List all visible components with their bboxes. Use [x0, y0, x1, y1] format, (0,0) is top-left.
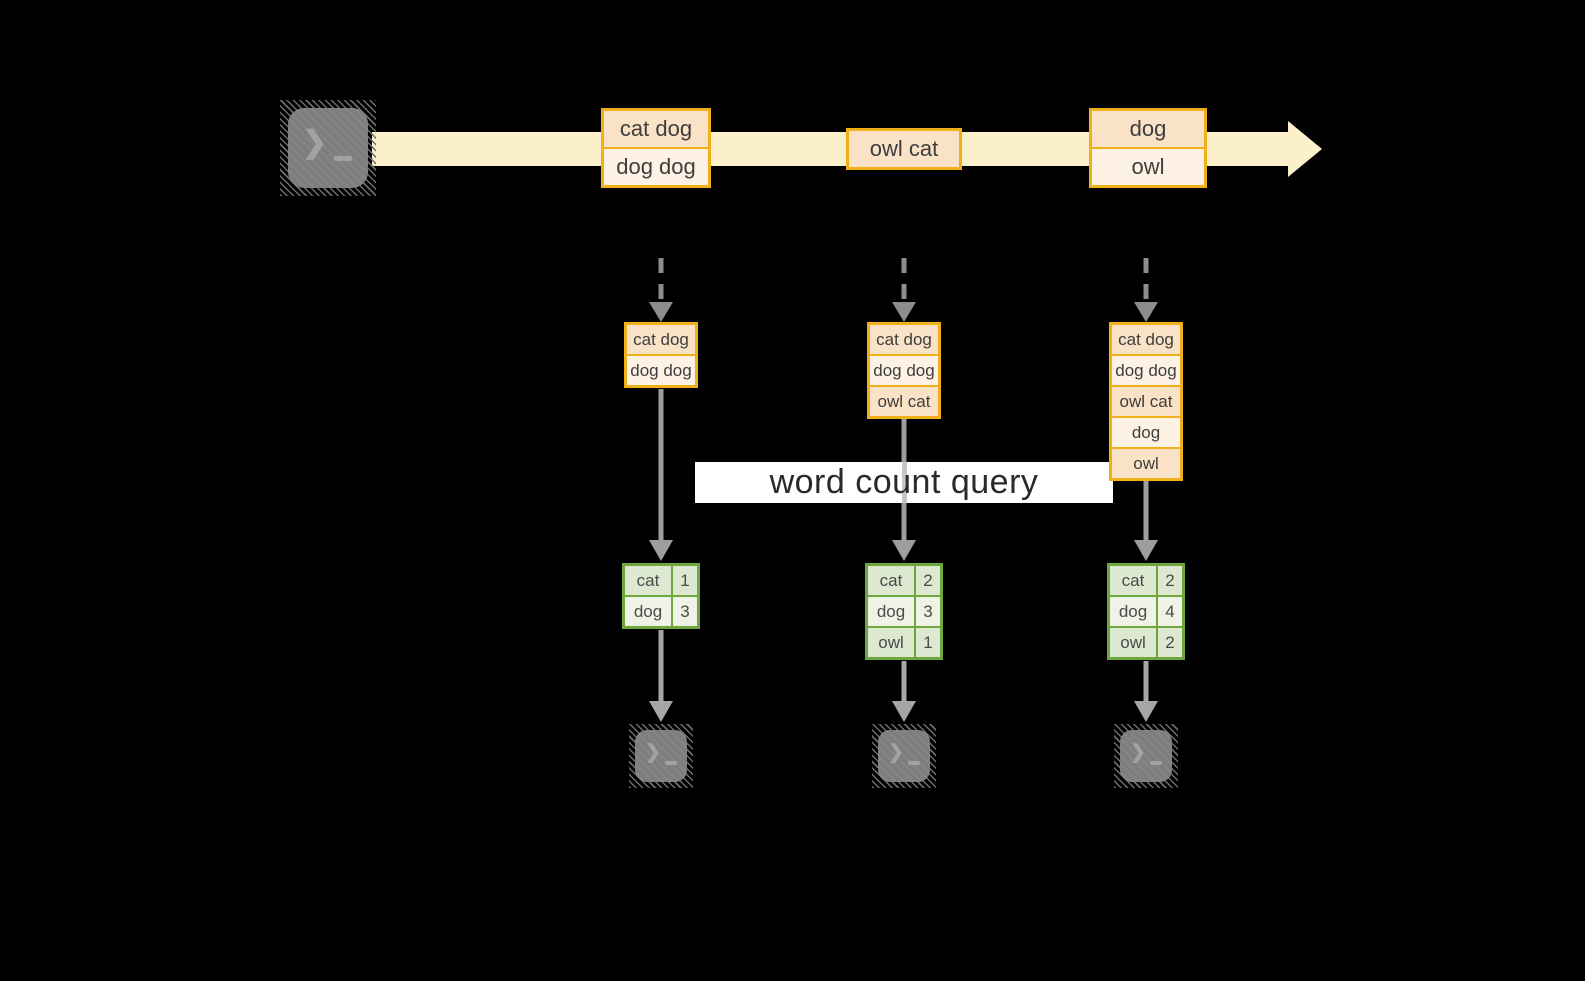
query-label-band: word count query	[695, 462, 1113, 503]
state-line: dog dog	[627, 356, 695, 385]
event-line: owl	[1092, 149, 1204, 185]
event-line: dog	[1092, 111, 1204, 147]
state-line: owl	[1112, 449, 1180, 478]
state-line: cat dog	[627, 325, 695, 354]
prompt-cursor-icon	[665, 761, 677, 765]
state-line: cat dog	[1112, 325, 1180, 354]
dashed-arrow-2	[892, 258, 916, 322]
count-table-3: cat 2 dog 4 owl 2	[1107, 563, 1185, 660]
count-table-2: cat 2 dog 3 owl 1	[865, 563, 943, 660]
count-cell: 1	[916, 628, 940, 657]
arrow-overlay-line	[902, 462, 907, 503]
word-cell: cat	[868, 566, 914, 595]
prompt-cursor-icon	[1150, 761, 1162, 765]
prompt-chevron-icon: ❯	[645, 742, 661, 763]
flow-arrow-3	[1134, 481, 1158, 561]
word-cell: owl	[1110, 628, 1156, 657]
count-cell: 2	[1158, 566, 1182, 595]
state-line: dog	[1112, 418, 1180, 447]
state-line: dog dog	[870, 356, 938, 385]
sink-arrow-3	[1134, 661, 1158, 722]
state-line: owl cat	[1112, 387, 1180, 416]
table-row: owl 2	[1110, 628, 1182, 657]
event-box-3: dog owl	[1089, 108, 1207, 188]
word-cell: dog	[625, 597, 671, 626]
sink-arrow-2	[892, 661, 916, 722]
state-box-1: cat dog dog dog	[624, 322, 698, 388]
event-line: dog dog	[604, 149, 708, 185]
table-row: dog 3	[868, 597, 940, 626]
output-terminal-icon-1: ❯	[629, 724, 693, 788]
terminal-screen: ❯	[635, 730, 687, 782]
table-row: owl 1	[868, 628, 940, 657]
word-cell: dog	[868, 597, 914, 626]
terminal-screen: ❯	[878, 730, 930, 782]
query-label: word count query	[769, 463, 1039, 501]
state-line: cat dog	[870, 325, 938, 354]
table-row: dog 3	[625, 597, 697, 626]
count-cell: 4	[1158, 597, 1182, 626]
word-cell: dog	[1110, 597, 1156, 626]
terminal-screen: ❯	[288, 108, 368, 188]
event-box-1: cat dog dog dog	[601, 108, 711, 188]
prompt-cursor-icon	[334, 156, 352, 161]
sink-arrow-1	[649, 630, 673, 722]
prompt-chevron-icon: ❯	[302, 126, 328, 159]
table-row: cat 2	[1110, 566, 1182, 595]
prompt-cursor-icon	[908, 761, 920, 765]
dashed-arrow-3	[1134, 258, 1158, 322]
terminal-screen: ❯	[1120, 730, 1172, 782]
state-box-3: cat dog dog dog owl cat dog owl	[1109, 322, 1183, 481]
state-line: owl cat	[870, 387, 938, 416]
output-terminal-icon-3: ❯	[1114, 724, 1178, 788]
count-cell: 2	[1158, 628, 1182, 657]
state-line: dog dog	[1112, 356, 1180, 385]
event-line: cat dog	[604, 111, 708, 147]
stream-arrowhead	[1288, 121, 1322, 177]
dashed-arrow-1	[649, 258, 673, 322]
event-line: owl cat	[849, 131, 959, 167]
prompt-chevron-icon: ❯	[888, 742, 904, 763]
count-cell: 1	[673, 566, 697, 595]
count-table-1: cat 1 dog 3	[622, 563, 700, 629]
state-box-2: cat dog dog dog owl cat	[867, 322, 941, 419]
table-row: cat 1	[625, 566, 697, 595]
word-cell: cat	[1110, 566, 1156, 595]
word-cell: owl	[868, 628, 914, 657]
event-box-2: owl cat	[846, 128, 962, 170]
source-terminal-icon: ❯	[280, 100, 376, 196]
flow-arrow-1	[649, 389, 673, 561]
table-row: dog 4	[1110, 597, 1182, 626]
prompt-chevron-icon: ❯	[1130, 742, 1146, 763]
count-cell: 2	[916, 566, 940, 595]
count-cell: 3	[916, 597, 940, 626]
table-row: cat 2	[868, 566, 940, 595]
word-cell: cat	[625, 566, 671, 595]
output-terminal-icon-2: ❯	[872, 724, 936, 788]
count-cell: 3	[673, 597, 697, 626]
